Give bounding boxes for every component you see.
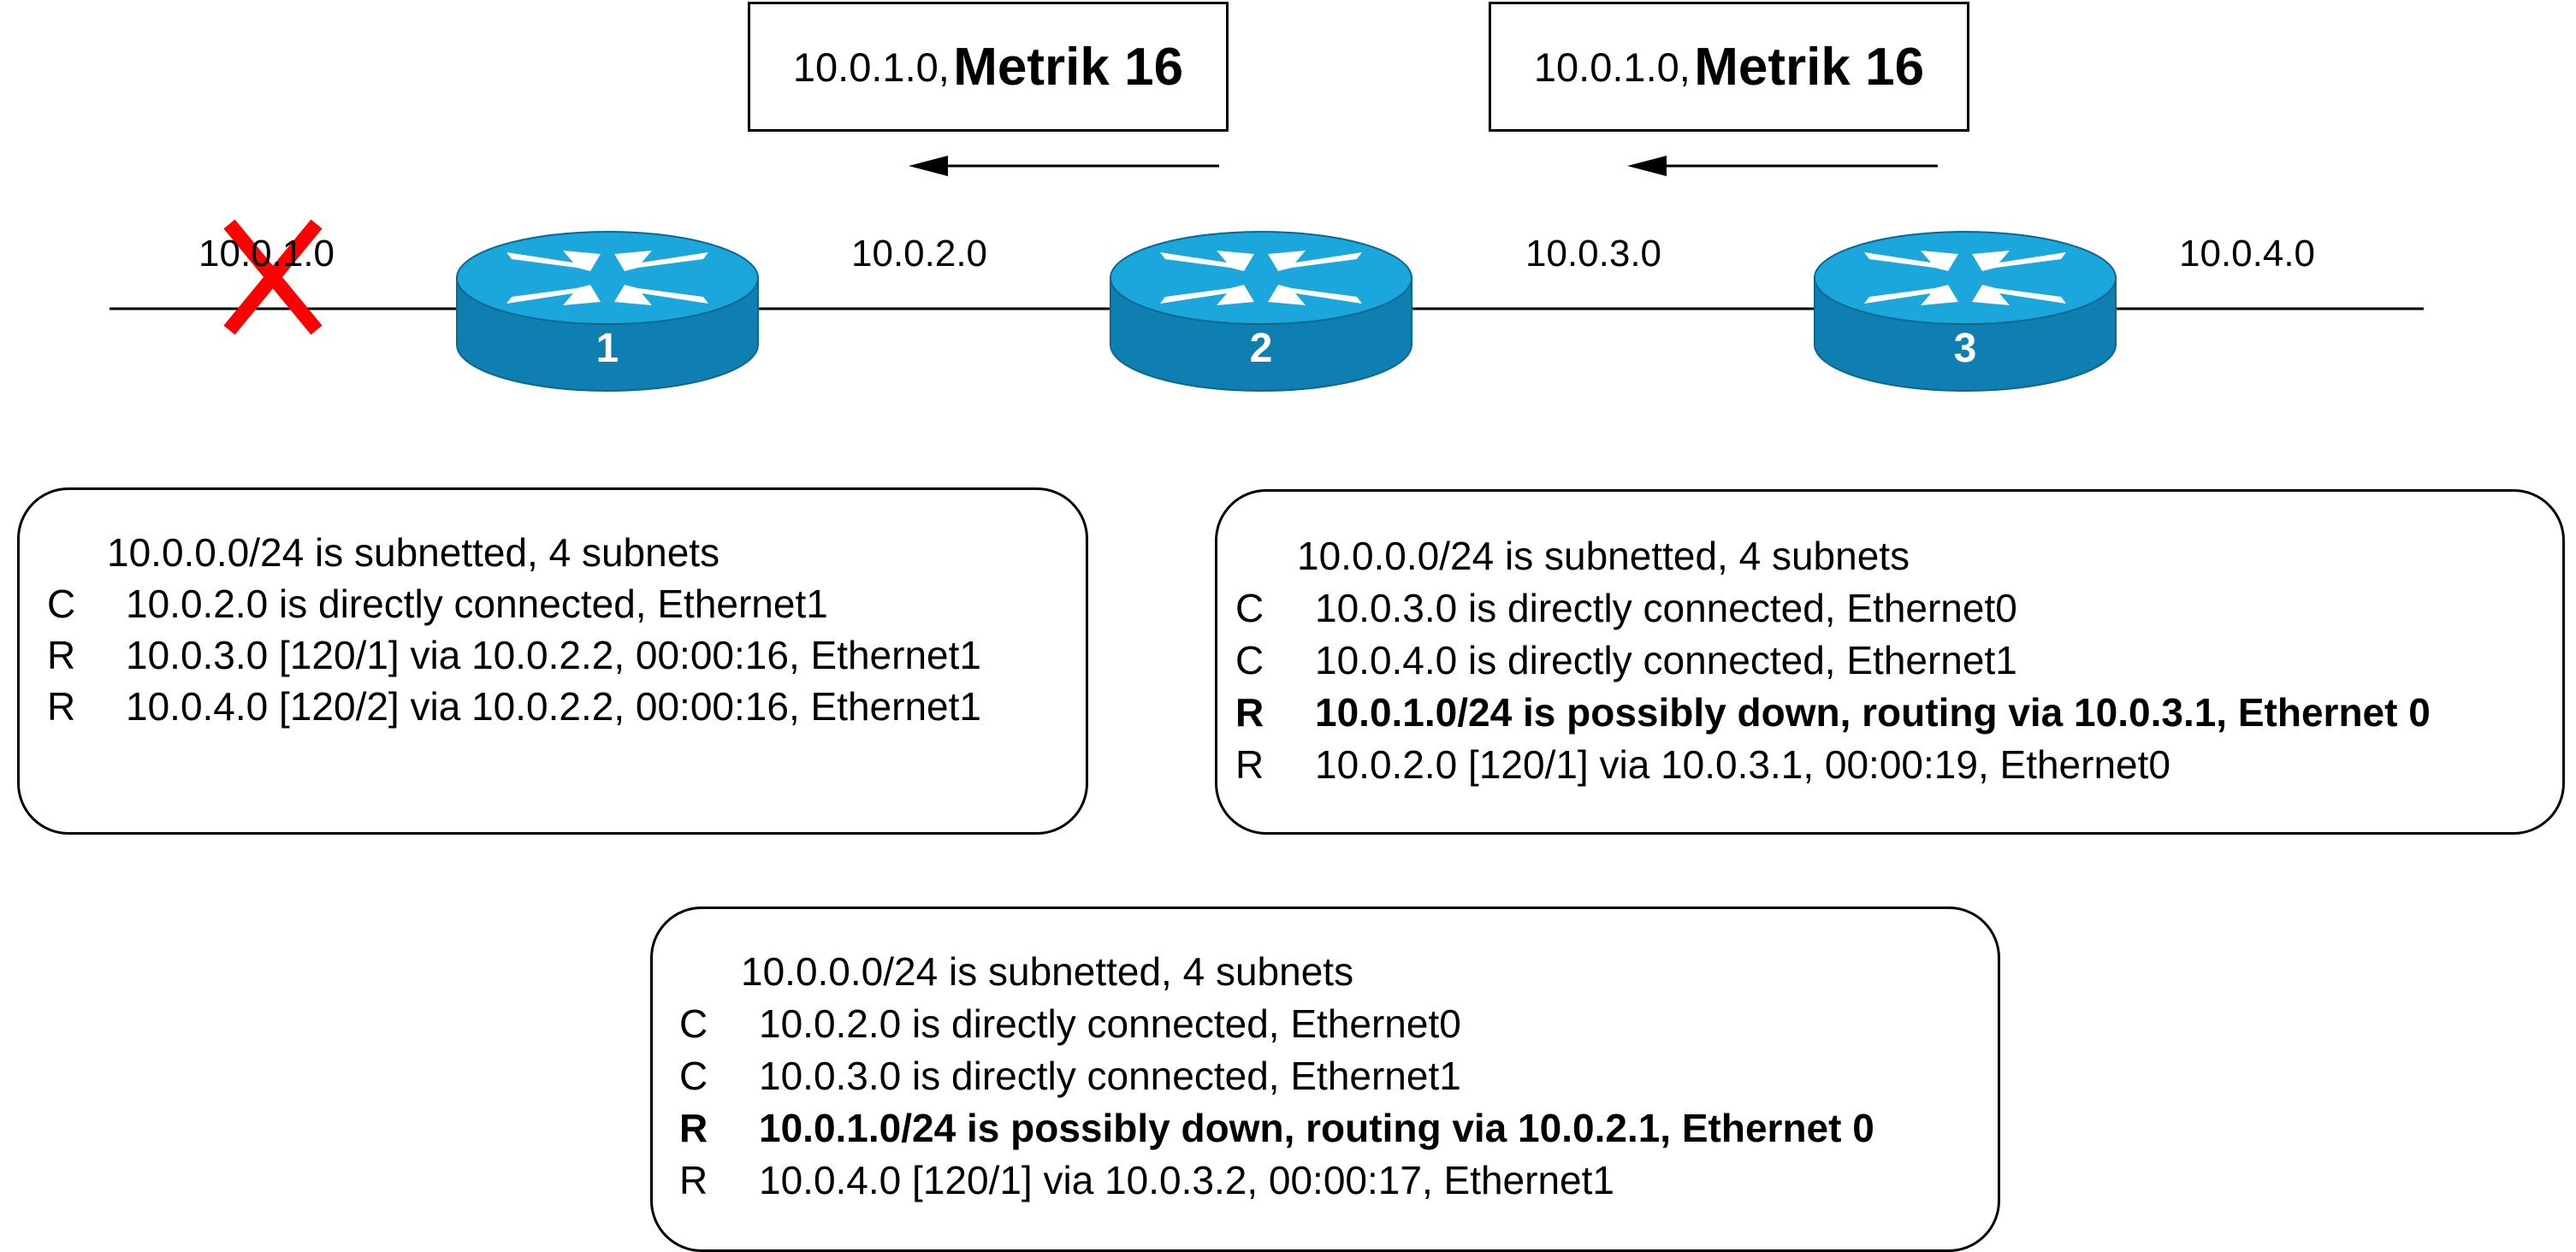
route-code: C (679, 1054, 708, 1098)
update-arrow-right (1627, 156, 1938, 176)
network-label-10-0-2-0: 10.0.2.0 (851, 233, 988, 275)
route-code: R (679, 1158, 708, 1202)
update-metric: Metrik 16 (953, 37, 1184, 97)
route-text: 10.0.2.0 is directly connected, Ethernet… (126, 582, 828, 626)
router-icon (1864, 251, 2066, 305)
table-header: 10.0.0.0/24 is subnetted, 4 subnets (107, 530, 720, 575)
route-text: 10.0.4.0 is directly connected, Ethernet… (1315, 638, 2017, 682)
route-text: 10.0.2.0 is directly connected, Ethernet… (759, 1001, 1461, 1046)
failure-x-icon (223, 219, 323, 335)
route-code: C (1235, 638, 1264, 682)
route-code: C (679, 1001, 708, 1046)
route-text: 10.0.4.0 [120/1] via 10.0.3.2, 00:00:17,… (759, 1158, 1614, 1202)
route-code: R (679, 1106, 708, 1150)
route-text: 10.0.3.0 is directly connected, Ethernet… (1315, 586, 2017, 630)
route-text: 10.0.3.0 is directly connected, Ethernet… (759, 1054, 1461, 1098)
router-icon (506, 251, 708, 305)
router-2: 2 (1110, 231, 1412, 392)
update-box-router3: 10.0.1.0, Metrik 16 (1489, 2, 1969, 132)
route-code: C (1235, 586, 1264, 630)
route-code: R (1235, 690, 1264, 735)
update-network: 10.0.1.0, (1533, 44, 1691, 90)
router-label: 2 (1250, 326, 1273, 371)
router-1: 1 (456, 231, 759, 392)
router-label: 3 (1954, 326, 1977, 371)
update-metric: Metrik 16 (1694, 37, 1925, 97)
routing-table-router3: 10.0.0.0/24 is subnetted, 4 subnets C 10… (1215, 489, 2565, 835)
network-label-10-0-3-0: 10.0.3.0 (1525, 233, 1662, 275)
table-header: 10.0.0.0/24 is subnetted, 4 subnets (1297, 534, 1910, 578)
route-code: R (1235, 742, 1264, 787)
table-header: 10.0.0.0/24 is subnetted, 4 subnets (741, 949, 1354, 994)
route-code: C (47, 582, 76, 626)
route-text: 10.0.4.0 [120/2] via 10.0.2.2, 00:00:16,… (126, 684, 981, 729)
routing-table-router1: 10.0.0.0/24 is subnetted, 4 subnets C 10… (17, 487, 1088, 835)
route-text: 10.0.3.0 [120/1] via 10.0.2.2, 00:00:16,… (126, 633, 981, 677)
update-arrow-left (909, 156, 1219, 176)
route-text: 10.0.2.0 [120/1] via 10.0.3.1, 00:00:19,… (1315, 742, 2170, 787)
router-label: 1 (596, 326, 619, 371)
route-text: 10.0.1.0/24 is possibly down, routing vi… (759, 1106, 1874, 1150)
network-label-10-0-1-0: 10.0.1.0 (198, 233, 335, 275)
routing-table-router2: 10.0.0.0/24 is subnetted, 4 subnets C 10… (650, 907, 2000, 1252)
route-code: R (47, 633, 76, 677)
update-box-router2: 10.0.1.0, Metrik 16 (748, 2, 1229, 132)
route-text: 10.0.1.0/24 is possibly down, routing vi… (1315, 690, 2431, 735)
router-3: 3 (1814, 231, 2117, 392)
route-code: R (47, 684, 76, 729)
network-label-10-0-4-0: 10.0.4.0 (2179, 233, 2316, 275)
update-network: 10.0.1.0, (792, 44, 950, 90)
router-icon (1160, 251, 1362, 305)
